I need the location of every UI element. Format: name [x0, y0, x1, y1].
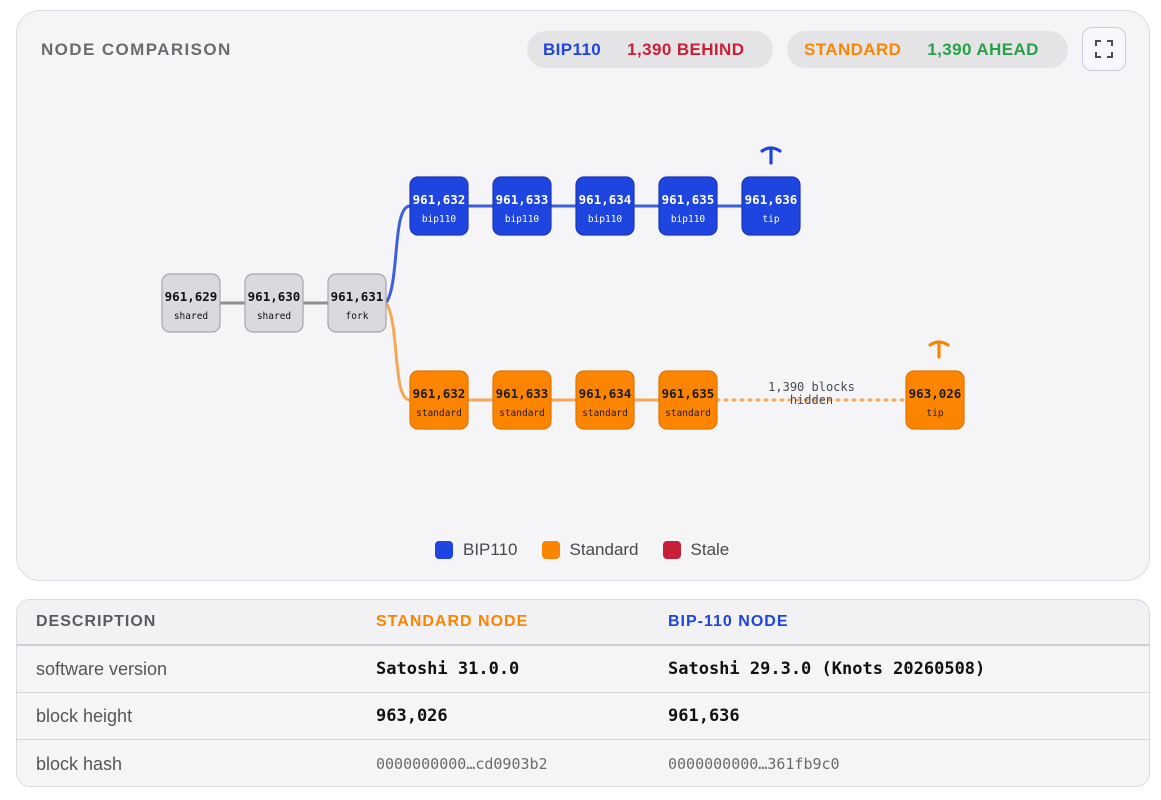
row-label: block height: [36, 705, 133, 726]
badge-status: 1,390 AHEAD: [927, 39, 1039, 59]
bip110-block: 961,633 bip110: [492, 176, 552, 236]
block-height: 961,633: [496, 192, 549, 207]
pickaxe-icon: [928, 340, 950, 359]
block-label: tip: [762, 214, 779, 225]
bip110-value: Satoshi 29.3.0 (Knots 20260508): [668, 659, 986, 679]
table-row: software version Satoshi 31.0.0 Satoshi …: [17, 646, 1149, 693]
legend-label: BIP110: [463, 540, 518, 559]
standard-value: Satoshi 31.0.0: [376, 659, 520, 679]
legend-item-stale: Stale: [662, 540, 730, 560]
block-box: [575, 370, 635, 430]
fork-link-bip110: [384, 204, 411, 304]
badge-node-name: STANDARD: [804, 39, 902, 59]
standard-block: 961,632 standard: [409, 370, 469, 430]
bip110-value: 961,636: [668, 706, 740, 726]
table-header-row: DESCRIPTION STANDARD NODE BIP-110 NODE: [17, 600, 1149, 646]
table-row: block height 963,026 961,636: [17, 693, 1149, 740]
badge-status: 1,390 BEHIND: [627, 39, 745, 59]
legend-item-standard: Standard: [541, 540, 639, 560]
block-box: [409, 176, 469, 236]
bip110-value: 0000000000…361fb9c0: [668, 755, 840, 773]
fork-link-standard: [384, 302, 411, 402]
block-box: [575, 176, 635, 236]
block-label: shared: [174, 311, 208, 322]
block-label: standard: [416, 408, 462, 419]
legend-item-bip110: BIP110: [435, 540, 518, 560]
block-height: 963,026: [909, 386, 962, 401]
bip110-block: 961,635 bip110: [658, 176, 718, 236]
block-height: 961,636: [745, 192, 798, 207]
standard-tip-block: 963,026 tip: [905, 370, 965, 430]
standard-block: 961,634 standard: [575, 370, 635, 430]
legend-swatch: [541, 541, 560, 559]
node-comparison-panel: NODE COMPARISON BIP110 1,390 BEHIND STAN…: [16, 10, 1150, 581]
block-label: bip110: [588, 214, 623, 225]
block-height: 961,632: [413, 192, 466, 207]
comparison-table: DESCRIPTION STANDARD NODE BIP-110 NODE s…: [16, 599, 1150, 787]
panel-title: NODE COMPARISON: [41, 40, 232, 59]
block-box: [905, 370, 965, 430]
bip110-block: 961,632 bip110: [409, 176, 469, 236]
expand-button[interactable]: [1082, 27, 1126, 71]
row-label: block hash: [36, 753, 123, 774]
block-label: bip110: [505, 214, 540, 225]
block-height: 961,634: [579, 192, 632, 207]
block-height: 961,631: [331, 289, 384, 304]
block-box: [658, 370, 718, 430]
block-height: 961,629: [165, 289, 218, 304]
header-description: DESCRIPTION: [36, 613, 157, 630]
block-box: [492, 176, 552, 236]
block-label: bip110: [422, 214, 457, 225]
expand-icon: [1095, 40, 1113, 58]
legend-swatch: [662, 541, 681, 559]
pickaxe-icon: [760, 146, 782, 165]
legend: BIP110 Standard Stale: [435, 540, 729, 560]
block-label: standard: [582, 408, 628, 419]
block-box: [161, 273, 221, 333]
bip110-status-badge: BIP110 1,390 BEHIND: [527, 31, 773, 68]
hidden-blocks-label: 1,390 blocks: [768, 380, 855, 394]
legend-label: Standard: [569, 540, 639, 559]
badge-node-name: BIP110: [543, 39, 602, 59]
block-box: [409, 370, 469, 430]
shared-block: 961,630 shared: [244, 273, 304, 333]
standard-status-badge: STANDARD 1,390 AHEAD: [787, 31, 1068, 68]
bip110-block: 961,634 bip110: [575, 176, 635, 236]
block-label: standard: [665, 408, 711, 419]
block-box: [327, 273, 387, 333]
standard-block: 961,635 standard: [658, 370, 718, 430]
block-height: 961,635: [662, 192, 715, 207]
shared-block: 961,631 fork: [327, 273, 387, 333]
block-box: [244, 273, 304, 333]
header-standard-node: STANDARD NODE: [376, 613, 529, 630]
table-row: block hash 0000000000…cd0903b2 000000000…: [17, 740, 1149, 786]
header-bip110-node: BIP-110 NODE: [668, 613, 789, 630]
block-height: 961,634: [579, 386, 632, 401]
block-box: [741, 176, 801, 236]
row-label: software version: [36, 658, 168, 679]
block-label: fork: [346, 311, 369, 322]
block-height: 961,635: [662, 386, 715, 401]
block-label: standard: [499, 408, 545, 419]
shared-block: 961,629 shared: [161, 273, 221, 333]
block-height: 961,630: [248, 289, 301, 304]
standard-value: 0000000000…cd0903b2: [376, 755, 548, 773]
bip110-block: 961,636 tip: [741, 176, 801, 236]
block-height: 961,633: [496, 386, 549, 401]
block-height: 961,632: [413, 386, 466, 401]
block-box: [658, 176, 718, 236]
standard-block: 961,633 standard: [492, 370, 552, 430]
block-label: shared: [257, 311, 291, 322]
block-box: [492, 370, 552, 430]
standard-value: 963,026: [376, 706, 448, 726]
hidden-blocks-label: hidden: [790, 393, 833, 407]
block-label: bip110: [671, 214, 706, 225]
legend-label: Stale: [690, 540, 730, 559]
block-label: tip: [926, 408, 943, 419]
legend-swatch: [435, 541, 453, 559]
